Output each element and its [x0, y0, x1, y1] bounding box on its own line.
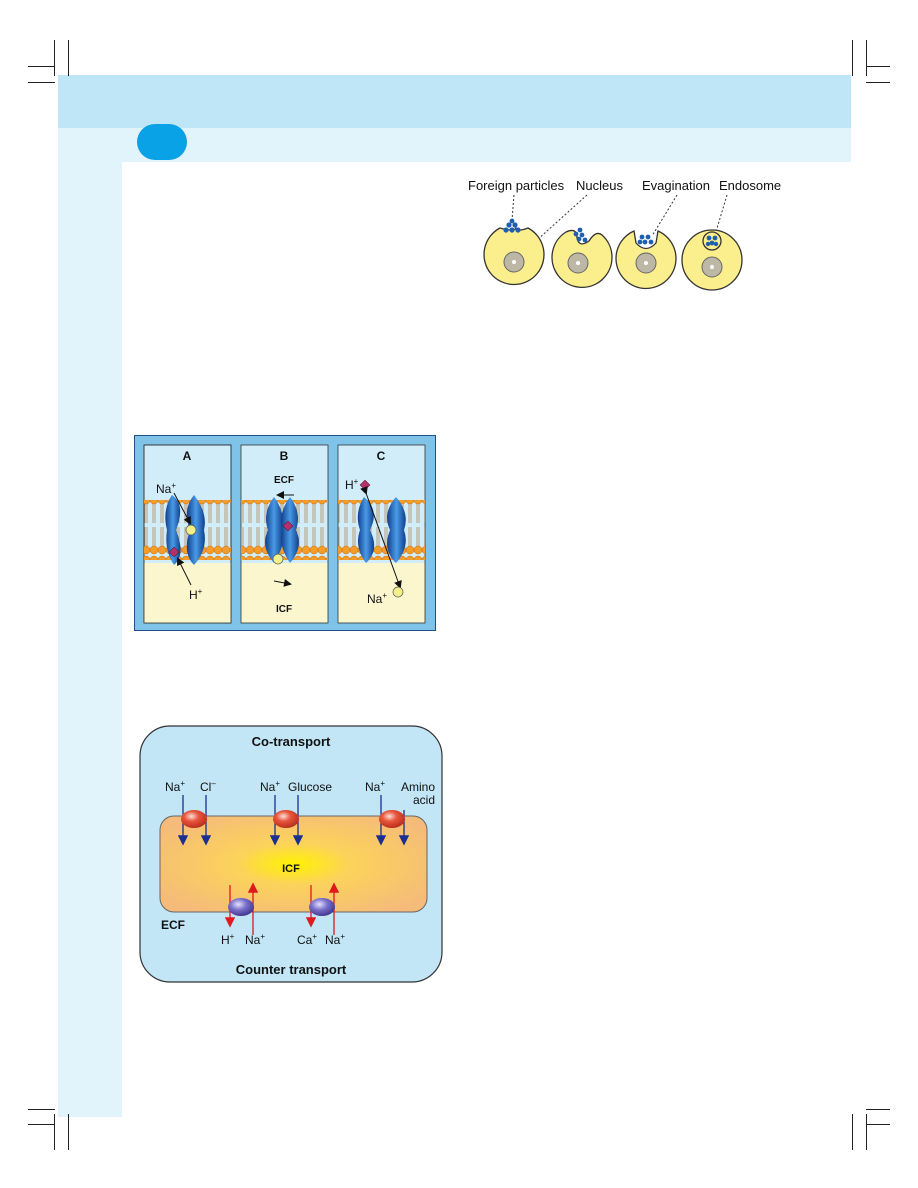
- sodium-ion-c: [392, 586, 404, 598]
- proton-b: [282, 520, 294, 532]
- svg-text:Na+: Na+: [367, 591, 387, 606]
- foreign-particles-1: [503, 218, 521, 233]
- symport-3-b1: Amino: [401, 780, 435, 794]
- cell-stage-2: [551, 227, 613, 289]
- foreign-particles-3: [637, 234, 654, 245]
- svg-text:H+: H+: [221, 932, 235, 947]
- symporter-na-amino-acid: Na+ Amino acid: [365, 779, 435, 846]
- symport-3-b2: acid: [413, 793, 435, 807]
- antiporter-ca-na: Ca+ Na+: [297, 882, 345, 947]
- proton-a: [168, 546, 180, 558]
- antiport-2-b: Na: [325, 933, 341, 947]
- sodium-ion-b: [272, 553, 284, 565]
- svg-text:Cl–: Cl–: [200, 779, 216, 794]
- panel-a-na: Na: [156, 482, 172, 496]
- cotransport-figure: Co-transport Counter transport ICF ECF N…: [139, 725, 443, 983]
- panel-c-label: C: [377, 449, 386, 463]
- panel-b: B ECF ICF: [240, 444, 329, 624]
- svg-text:Na+: Na+: [156, 481, 176, 496]
- panel-c-na: Na: [367, 592, 383, 606]
- antiport-figure: A Na+ H+ B ECF ICF C H+ Na+: [134, 435, 436, 631]
- symporter-na-glucose: Na+ Glucose: [260, 779, 332, 846]
- antiport-1-a: H: [221, 933, 230, 947]
- header-band: [58, 75, 851, 128]
- counter-transport-title: Counter transport: [236, 962, 347, 977]
- label-nucleus: Nucleus: [576, 178, 623, 193]
- subheader-band: [58, 128, 851, 162]
- sodium-ion-a: [185, 524, 197, 536]
- left-margin-band: [58, 162, 122, 1117]
- foreign-particles-2: [573, 227, 588, 243]
- svg-text:Ca+: Ca+: [297, 932, 317, 947]
- symport-1-b: Cl: [200, 780, 211, 794]
- cell-stage-1: [483, 218, 545, 286]
- panel-b-label: B: [280, 449, 289, 463]
- leader-lines: [511, 194, 728, 259]
- svg-text:Na+: Na+: [365, 779, 385, 794]
- label-foreign-particles: Foreign particles: [468, 178, 565, 193]
- symport-2-b: Glucose: [288, 780, 332, 794]
- symport-2-a: Na: [260, 780, 276, 794]
- panel-c-h: H: [345, 478, 354, 492]
- endocytosis-figure: Foreign particles Nucleus Evagination En…: [468, 178, 781, 291]
- label-endosome: Endosome: [719, 178, 781, 193]
- panel-a-h: H: [189, 588, 198, 602]
- svg-text:H+: H+: [189, 587, 203, 602]
- foreign-particles-4: [705, 235, 719, 247]
- antiport-2-a: Ca: [297, 933, 313, 947]
- cotransport-title: Co-transport: [252, 734, 331, 749]
- ecf-label: ECF: [161, 918, 185, 932]
- symport-3-a: Na: [365, 780, 381, 794]
- antiport-1-b: Na: [245, 933, 261, 947]
- cell-stage-3: [615, 230, 677, 290]
- panel-a-label: A: [183, 449, 192, 463]
- panel-c: C H+ Na+: [337, 444, 426, 624]
- cell-stage-4: [681, 229, 743, 291]
- symporter-na-cl: Na+ Cl–: [165, 779, 216, 846]
- svg-text:Na+: Na+: [325, 932, 345, 947]
- panel-b-icf: ICF: [276, 604, 292, 615]
- svg-text:Na+: Na+: [260, 779, 280, 794]
- panel-a: A Na+ H+: [143, 444, 232, 624]
- icf-label: ICF: [282, 863, 300, 875]
- svg-text:Na+: Na+: [165, 779, 185, 794]
- antiporter-h-na: H+ Na+: [221, 882, 265, 947]
- chapter-badge: [137, 124, 187, 160]
- svg-text:H+: H+: [345, 477, 359, 492]
- svg-text:Na+: Na+: [245, 932, 265, 947]
- symport-1-a: Na: [165, 780, 181, 794]
- label-evagination: Evagination: [642, 178, 710, 193]
- panel-b-ecf: ECF: [274, 475, 294, 486]
